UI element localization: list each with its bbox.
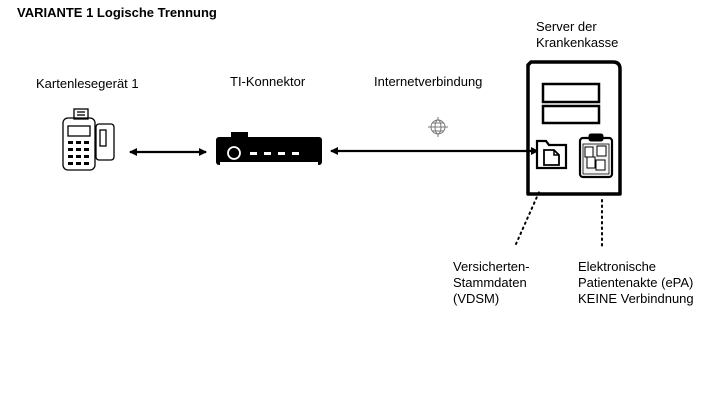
globe-icon — [428, 117, 448, 137]
internet-label: Internetverbindung — [374, 74, 483, 89]
vsdm-label: Versicherten- Stammdaten (VDSM) — [453, 259, 530, 307]
connector-label: TI-Konnektor — [230, 74, 306, 89]
diagram-title: VARIANTE 1 Logische Trennung — [17, 5, 217, 20]
server-label-line-2: Krankenkasse — [536, 35, 619, 50]
vsdm-label-line-2: Stammdaten — [453, 275, 527, 290]
server-tower-icon — [526, 60, 622, 196]
router-device-icon — [216, 132, 322, 165]
epa-label-line-1: Elektronische — [578, 259, 657, 274]
epa-label: Elektronische Patientenakte (ePA) KEINE … — [578, 259, 694, 307]
vsdm-label-line-3: (VDSM) — [453, 291, 500, 306]
server-label-line-1: Server der — [536, 19, 597, 34]
server-label: Server der Krankenkasse — [536, 19, 618, 51]
epa-label-line-3: KEINE Verbindnung — [578, 291, 694, 306]
folder-document-icon — [535, 139, 568, 170]
card-terminal-icon — [62, 108, 115, 171]
dotted-line-vsdm — [515, 189, 541, 245]
epa-label-line-2: Patientenakte (ePA) — [578, 275, 694, 290]
vsdm-label-line-1: Versicherten- — [453, 259, 530, 274]
clipboard-files-icon — [578, 133, 614, 179]
card-reader-label: Kartenlesegerät 1 — [36, 76, 139, 91]
